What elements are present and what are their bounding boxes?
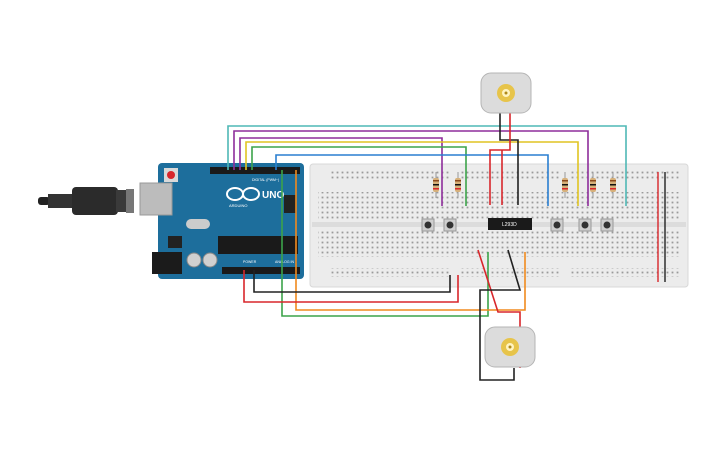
push-button-4: [578, 218, 592, 232]
dc-motor-2[interactable]: [484, 326, 536, 368]
push-button-5: [600, 218, 614, 232]
resistor-5: [610, 172, 616, 198]
resistor-3: [562, 172, 568, 198]
wire-ground-black: [253, 270, 451, 293]
board-model-label: UNO: [262, 190, 284, 201]
arduino-uno-board[interactable]: UNO ARDUINO DIGITAL (PWM~) POWER ANALOG …: [38, 163, 304, 279]
wire-orange: [295, 170, 526, 311]
wire-motor1-black: [499, 112, 519, 205]
push-buttons[interactable]: [421, 218, 614, 232]
wire-motor1-red: [489, 112, 511, 205]
motor-driver-chip[interactable]: L293D: [488, 218, 532, 230]
resistor-4: [590, 172, 596, 198]
wire-purple-1: [233, 130, 589, 206]
wire-green: [251, 146, 467, 206]
wire-purple-2: [239, 137, 443, 206]
analog-header-label: ANALOG IN: [275, 260, 295, 264]
driver-chip-label: L293D: [502, 222, 517, 228]
resistor-2: [455, 172, 461, 198]
resistor-1: [433, 172, 439, 198]
digital-header-label: DIGITAL (PWM~): [252, 178, 279, 182]
wire-power-red: [243, 270, 459, 303]
dc-motor-1[interactable]: [480, 72, 532, 114]
wire-motor2-black: [479, 249, 522, 381]
power-header-label: POWER: [243, 260, 257, 264]
push-button-2: [443, 218, 457, 232]
wire-teal: [227, 125, 627, 206]
arduino-logo-icon: [226, 187, 260, 201]
push-button-1: [421, 218, 435, 232]
push-button-3: [550, 218, 564, 232]
wire-blue: [275, 154, 549, 206]
board-brand-label: ARDUINO: [229, 203, 247, 208]
wire-green-lower: [281, 170, 489, 317]
wires[interactable]: [227, 112, 627, 381]
resistors[interactable]: [433, 172, 616, 198]
wire-yellow: [245, 141, 579, 206]
